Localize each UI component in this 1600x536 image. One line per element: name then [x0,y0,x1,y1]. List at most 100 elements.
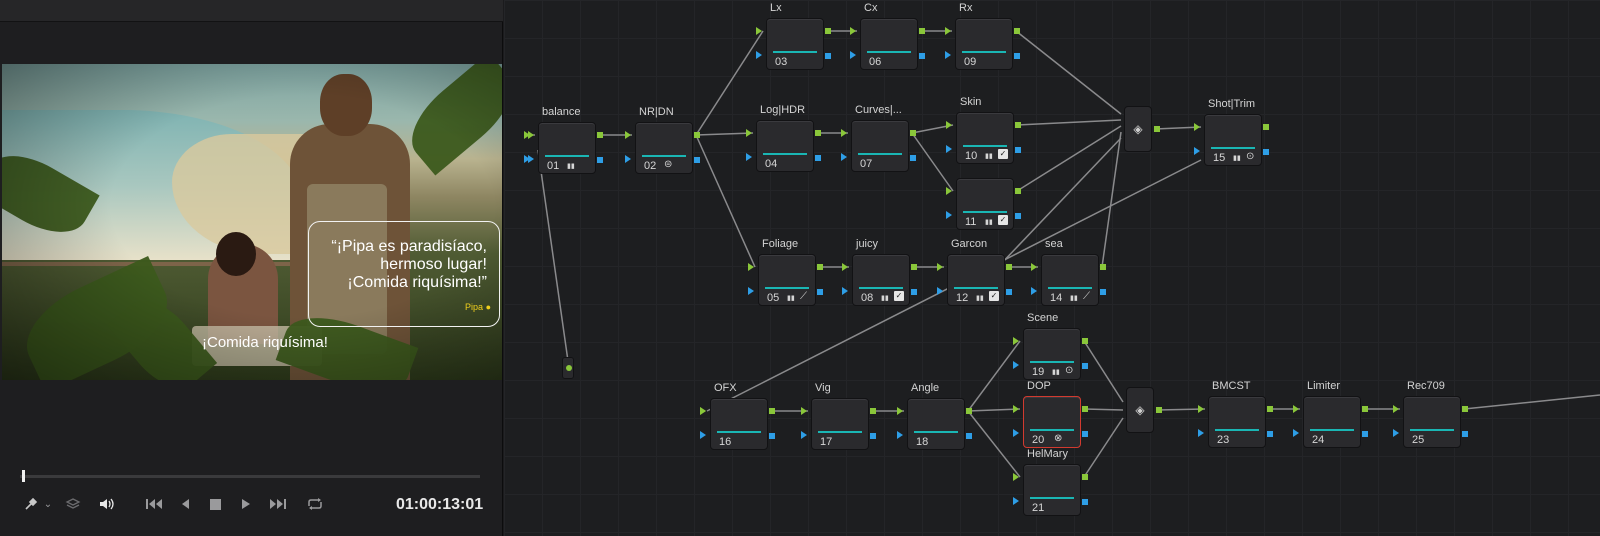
source-rgb-input[interactable] [524,131,530,139]
node-key-input[interactable] [842,287,848,295]
node-06[interactable]: 06 [860,18,918,70]
node-key-input[interactable] [841,153,847,161]
playhead[interactable] [22,470,26,482]
node-rgb-output[interactable] [597,132,603,138]
node-rgb-output[interactable] [1006,264,1012,270]
node-rgb-input[interactable] [946,187,952,195]
node-key-input[interactable] [1194,147,1200,155]
node-key-output[interactable] [1006,289,1012,295]
node-rgb-output[interactable] [1082,338,1088,344]
play-icon[interactable] [237,490,255,518]
node-rgb-output[interactable] [870,408,876,414]
skip-forward-icon[interactable] [266,490,290,518]
node-rgb-output[interactable] [1100,264,1106,270]
node-key-output[interactable] [919,53,925,59]
mixer-output[interactable] [1154,126,1160,132]
node-key-input[interactable] [748,287,754,295]
node-key-output[interactable] [1015,147,1021,153]
node-rgb-output[interactable] [825,28,831,34]
eyedropper-icon[interactable] [22,490,40,518]
node-07[interactable]: 07 [851,120,909,172]
node-rgb-input[interactable] [528,131,534,139]
node-rgb-output[interactable] [1263,124,1269,130]
node-rgb-input[interactable] [746,129,752,137]
node-18[interactable]: 18 [907,398,965,450]
node-key-output[interactable] [1100,289,1106,295]
node-key-output[interactable] [825,53,831,59]
node-rgb-output[interactable] [817,264,823,270]
node-key-input[interactable] [1198,429,1204,437]
node-rgb-output[interactable] [919,28,925,34]
node-rgb-output[interactable] [1082,474,1088,480]
node-key-output[interactable] [817,289,823,295]
viewer-frame[interactable]: “¡Pipa es paradisíaco, hermoso lugar! ¡C… [2,64,502,380]
node-key-input[interactable] [1031,287,1037,295]
node-key-input[interactable] [946,211,952,219]
node-rgb-input[interactable] [625,131,631,139]
node-key-input[interactable] [850,51,856,59]
stop-icon[interactable] [206,490,224,518]
node-16[interactable]: 16 [710,398,768,450]
node-08[interactable]: 08▮▮✓ [852,254,910,306]
loop-icon[interactable] [303,490,327,518]
node-rgb-output[interactable] [1362,406,1368,412]
volume-icon[interactable] [96,490,118,518]
node-key-input[interactable] [528,155,534,163]
key-input-node[interactable] [562,357,574,379]
node-rgb-input[interactable] [1031,263,1037,271]
node-key-input[interactable] [1013,429,1019,437]
node-rgb-input[interactable] [946,121,952,129]
node-key-input[interactable] [700,431,706,439]
node-key-input[interactable] [1393,429,1399,437]
node-rgb-output[interactable] [1014,28,1020,34]
node-rgb-input[interactable] [1194,123,1200,131]
node-key-input[interactable] [756,51,762,59]
node-rgb-output[interactable] [1462,406,1468,412]
node-key-output[interactable] [815,155,821,161]
node-rgb-input[interactable] [1013,337,1019,345]
ofx-rgb-input[interactable] [700,407,706,415]
node-24[interactable]: 24 [1303,396,1361,448]
node-15[interactable]: 15▮▮⊙ [1204,114,1262,166]
node-rgb-output[interactable] [911,264,917,270]
node-key-output[interactable] [1082,363,1088,369]
node-05[interactable]: 05▮▮⟋ [758,254,816,306]
node-rgb-input[interactable] [850,27,856,35]
mixer-output[interactable] [1156,407,1162,413]
layers-icon[interactable] [62,490,84,518]
node-11[interactable]: 11▮▮✓ [956,178,1014,230]
node-key-input[interactable] [945,51,951,59]
node-key-input[interactable] [1293,429,1299,437]
node-rgb-input[interactable] [1393,405,1399,413]
node-key-input[interactable] [801,431,807,439]
node-20[interactable]: 20⊗ [1023,396,1081,448]
node-key-output[interactable] [911,289,917,295]
node-01[interactable]: 01▮▮ [538,122,596,174]
node-rgb-output[interactable] [910,130,916,136]
node-key-output[interactable] [694,157,700,163]
node-rgb-input[interactable] [842,263,848,271]
node-rgb-input[interactable] [897,407,903,415]
node-rgb-input[interactable] [756,27,762,35]
node-02[interactable]: 02⊜ [635,122,693,174]
node-rgb-input[interactable] [1293,405,1299,413]
node-key-output[interactable] [910,155,916,161]
layer-mixer-node[interactable]: ◈ [1126,387,1154,433]
node-key-output[interactable] [1263,149,1269,155]
node-14[interactable]: 14▮▮⟋ [1041,254,1099,306]
node-rgb-output[interactable] [1267,406,1273,412]
node-key-input[interactable] [897,431,903,439]
node-12[interactable]: 12▮▮✓ [947,254,1005,306]
timeline-scrubber[interactable] [20,475,480,478]
node-key-output[interactable] [870,433,876,439]
node-rgb-output[interactable] [1015,188,1021,194]
node-04[interactable]: 04 [756,120,814,172]
node-key-output[interactable] [1267,431,1273,437]
node-09[interactable]: 09 [955,18,1013,70]
node-key-output[interactable] [1082,499,1088,505]
node-key-input[interactable] [937,287,943,295]
node-rgb-input[interactable] [937,263,943,271]
skip-back-icon[interactable] [143,490,165,518]
node-rgb-output[interactable] [1082,406,1088,412]
